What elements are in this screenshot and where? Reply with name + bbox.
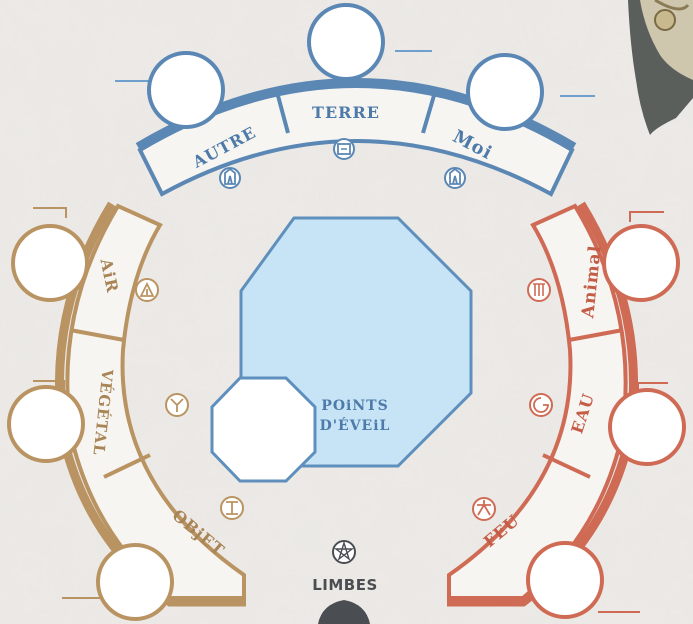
- slot-terre[interactable]: [309, 5, 383, 79]
- slot-eau[interactable]: [610, 390, 684, 464]
- square-box-icon: [334, 139, 354, 159]
- i-beam-icon: [221, 497, 243, 519]
- slot-moi[interactable]: [468, 55, 542, 129]
- limbes-label: LIMBES: [312, 576, 378, 594]
- tower-icon: [445, 168, 465, 188]
- slot-autre[interactable]: [149, 53, 223, 127]
- pentagram-icon: [333, 541, 355, 563]
- terre-label: TERRE: [312, 103, 380, 122]
- slot-air[interactable]: [13, 226, 87, 300]
- triangle-icon: [136, 279, 158, 301]
- points-slot-octagon[interactable]: [212, 378, 315, 481]
- tower-icon: [220, 168, 240, 188]
- asterisk-icon: [473, 498, 495, 520]
- slot-vegetal[interactable]: [9, 387, 83, 461]
- slot-animal[interactable]: [604, 226, 678, 300]
- points-label-line1: POiNTS: [321, 398, 388, 414]
- sprout-icon: [166, 394, 188, 416]
- spiral-icon: [530, 394, 552, 416]
- bars-icon: [528, 279, 550, 301]
- slot-objet[interactable]: [98, 545, 172, 619]
- points-label-line2: D'ÉVEiL: [320, 416, 391, 434]
- slot-feu[interactable]: [528, 543, 602, 617]
